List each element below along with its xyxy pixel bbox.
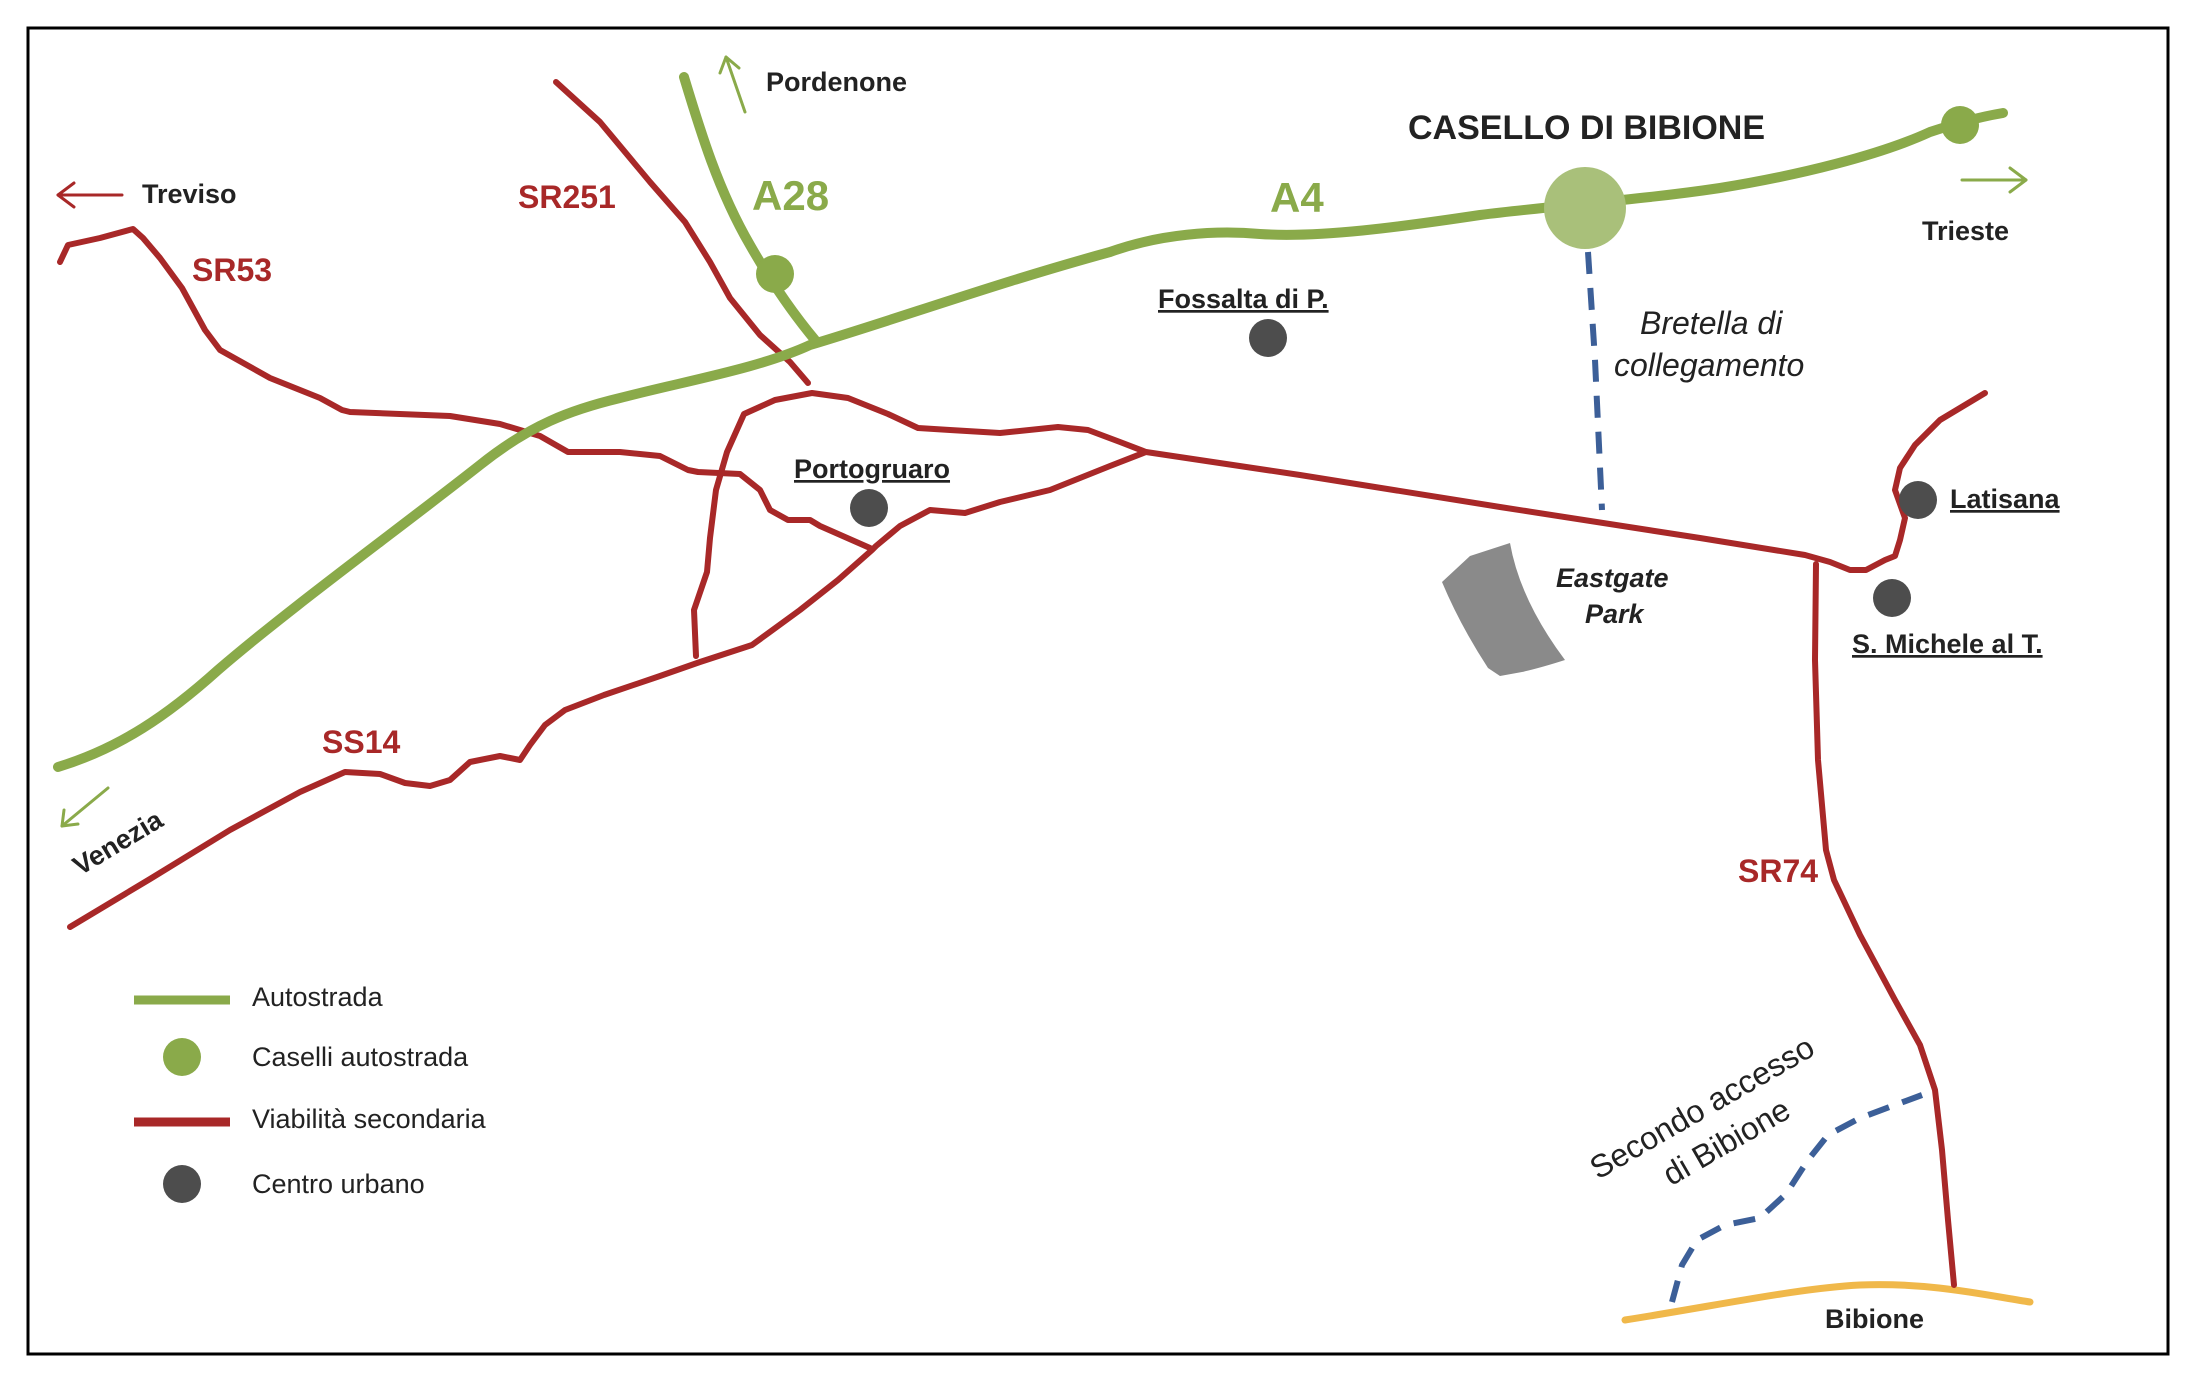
- legend-caselli-label: Caselli autostrada: [252, 1042, 469, 1072]
- treviso-arrow-icon: [56, 181, 124, 209]
- trieste-arrow-icon: [1960, 166, 2028, 194]
- latisana-dot: [1899, 481, 1937, 519]
- trieste-label: Trieste: [1922, 216, 2009, 246]
- casello-bibione-toll: [1544, 167, 1626, 249]
- portogruaro-label: Portogruaro: [794, 454, 950, 484]
- ss14-road: [67, 390, 1988, 930]
- pordenone-arrow-icon: [718, 55, 747, 114]
- ss14-label: SS14: [322, 724, 400, 760]
- latisana-label: Latisana: [1950, 484, 2061, 514]
- sr53-label: SR53: [192, 252, 272, 288]
- portogruaro-dot: [850, 489, 888, 527]
- fossalta-label: Fossalta di P.: [1158, 284, 1329, 314]
- bibione-label: Bibione: [1825, 1304, 1924, 1334]
- casello-title: CASELLO DI BIBIONE: [1408, 109, 1765, 147]
- sr251-label: SR251: [518, 179, 616, 215]
- a28-label: A28: [752, 172, 829, 219]
- map-border: [26, 26, 2170, 1356]
- legend-centro-swatch: [163, 1165, 201, 1203]
- bretella-label-line2: collegamento: [1614, 347, 1804, 383]
- a28-toll-booth: [756, 255, 794, 293]
- legend-autostrada-label: Autostrada: [252, 982, 384, 1012]
- eastgate-label-line1: Eastgate: [1556, 563, 1669, 593]
- a4-highway: [53, 108, 2008, 772]
- legend-viabilita-label: Viabilità secondaria: [252, 1104, 487, 1134]
- secondo-accesso-line: [1669, 1092, 1924, 1303]
- venezia-arrow-icon: [60, 786, 110, 828]
- a28-highway: [679, 72, 820, 345]
- a4-label: A4: [1270, 174, 1324, 221]
- portogruaro-north-loop: [691, 390, 1149, 659]
- treviso-label: Treviso: [142, 179, 237, 209]
- san-michele-dot: [1873, 579, 1911, 617]
- legend-caselli-swatch: [163, 1038, 201, 1076]
- eastgate-park-area: [1442, 543, 1565, 676]
- sr74-label: SR74: [1738, 853, 1818, 889]
- pordenone-label: Pordenone: [766, 67, 907, 97]
- sr74-road: [1812, 561, 1957, 1288]
- sr53-road: [57, 226, 873, 551]
- fossalta-dot: [1249, 319, 1287, 357]
- legend: Autostrada Caselli autostrada Viabilità …: [134, 982, 487, 1203]
- legend-centro-label: Centro urbano: [252, 1169, 425, 1199]
- san-michele-label: S. Michele al T.: [1852, 629, 2043, 659]
- eastgate-label-line2: Park: [1585, 599, 1646, 629]
- trieste-toll-booth: [1941, 106, 1979, 144]
- bretella-link-line: [1585, 251, 1605, 511]
- bretella-label-line1: Bretella di: [1640, 305, 1783, 341]
- bibione-coastline: [1621, 1281, 2034, 1324]
